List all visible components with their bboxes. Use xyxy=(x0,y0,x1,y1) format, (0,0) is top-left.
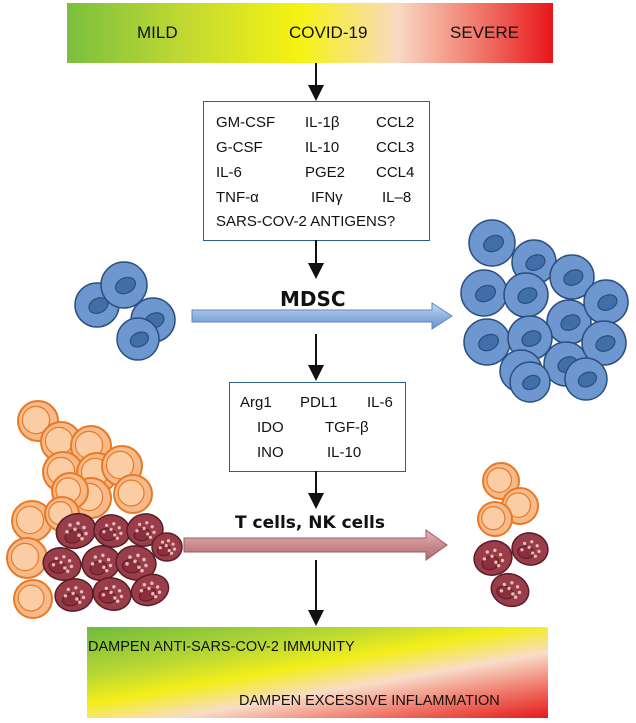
tcell-cluster-small xyxy=(477,462,539,537)
mediators-box: Arg1 PDL1 IL-6 IDO TGF-β INO IL-10 xyxy=(229,382,406,472)
mediator-item: IDO xyxy=(257,419,284,436)
nk-cell xyxy=(55,512,97,550)
mdsc-cell xyxy=(549,254,595,300)
stimulus-item: CCL4 xyxy=(376,164,415,181)
nk-cluster-small xyxy=(473,532,549,608)
stimulus-antigens: SARS-COV-2 ANTIGENS? xyxy=(216,213,396,230)
mdsc-label: MDSC xyxy=(280,287,346,311)
stimulus-item: IL-10 xyxy=(305,139,340,156)
mdsc-cluster-small xyxy=(74,261,176,361)
t-cell xyxy=(477,501,513,537)
nk-cluster-large xyxy=(42,512,183,612)
stimulus-item: GM-CSF xyxy=(216,114,276,131)
nk-cell xyxy=(130,573,170,607)
mdsc-cluster-large xyxy=(460,219,629,403)
t-cell xyxy=(6,537,48,579)
stimulus-item: TNF-α xyxy=(216,189,259,206)
nk-cell xyxy=(511,532,549,566)
t-cell xyxy=(11,500,53,542)
nk-cell xyxy=(473,540,513,576)
stimulus-item: PGE2 xyxy=(305,164,346,181)
mdsc-cell xyxy=(583,279,629,325)
stimulus-item: G-CSF xyxy=(216,139,263,156)
stimulus-item: IL-6 xyxy=(216,164,242,181)
stimulus-item: IL-1β xyxy=(305,114,340,131)
stimulus-item: IL–8 xyxy=(382,189,412,206)
mediator-item: TGF-β xyxy=(325,419,369,436)
mediator-item: INO xyxy=(257,444,284,461)
mediator-item: IL-10 xyxy=(327,444,362,461)
tcell-cluster-large xyxy=(6,400,153,619)
stimuli-box: GM-CSF IL-1β CCL2 G-CSF IL-10 CCL3 IL-6 … xyxy=(203,101,430,241)
nk-cell xyxy=(126,513,164,547)
mdsc-cell xyxy=(546,299,592,345)
tcells-nk-label: T cells, NK cells xyxy=(235,513,385,533)
mdsc-cell xyxy=(100,261,148,309)
mediator-item: IL-6 xyxy=(367,394,393,411)
nk-cell xyxy=(92,577,132,611)
outcome-inflammation-label: DAMPEN EXCESSIVE INFLAMMATION xyxy=(239,693,500,709)
mediator-item: PDL1 xyxy=(300,394,338,411)
nk-cell xyxy=(151,532,183,562)
mdsc-cell xyxy=(503,272,549,318)
nk-cell xyxy=(42,547,82,581)
outcome-immunity-label: DAMPEN ANTI-SARS-COV-2 IMMUNITY xyxy=(88,639,355,655)
suppression-arrow xyxy=(183,529,448,561)
stimulus-item: CCL2 xyxy=(376,114,415,131)
mdsc-cell xyxy=(509,361,551,403)
mediator-item: Arg1 xyxy=(240,394,272,411)
t-cell xyxy=(13,579,53,619)
mdsc-cell xyxy=(564,357,608,401)
t-cell xyxy=(113,474,153,514)
mild-label: MILD xyxy=(137,23,178,42)
stimulus-item: IFNγ xyxy=(311,189,343,206)
nk-cell xyxy=(115,545,157,581)
stimulus-item: CCL3 xyxy=(376,139,415,156)
nk-cell xyxy=(81,545,121,581)
mdsc-cell xyxy=(581,320,627,366)
mdsc-expansion-arrow xyxy=(191,302,453,330)
severity-gradient-bar: MILD COVID-19 SEVERE xyxy=(67,3,553,63)
mdsc-cell xyxy=(460,269,508,317)
covid-label: COVID-19 xyxy=(289,23,368,42)
mdsc-cell xyxy=(463,318,511,366)
nk-cell xyxy=(490,572,530,608)
severe-label: SEVERE xyxy=(450,23,519,42)
nk-cell xyxy=(54,578,94,612)
outcome-gradient-bar: DAMPEN ANTI-SARS-COV-2 IMMUNITY DAMPEN E… xyxy=(87,627,548,718)
mdsc-cell xyxy=(468,219,516,267)
mdsc-cell xyxy=(116,317,160,361)
